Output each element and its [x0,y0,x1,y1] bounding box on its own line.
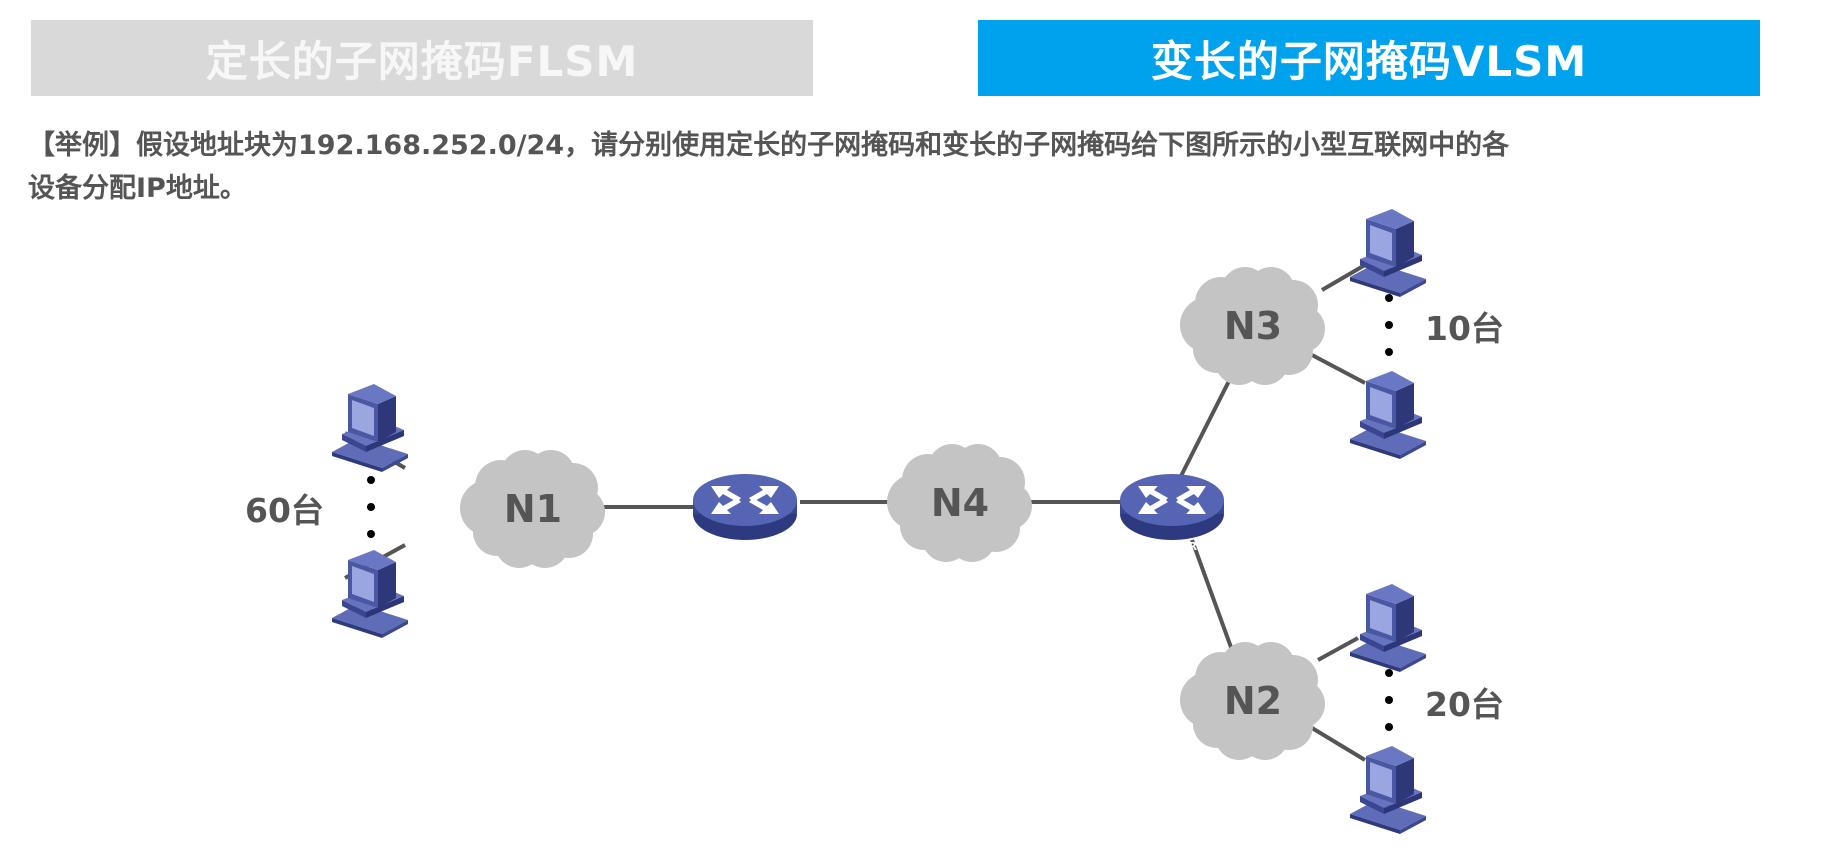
computer-icon [332,384,408,472]
network-label: N4 [931,481,989,525]
ellipsis-dots-n2 [1385,669,1393,731]
router-label: ROUTER [720,540,771,553]
link-n3-pc-top [1320,263,1367,292]
tab-flsm[interactable]: 定长的子网掩码FLSM [31,20,813,96]
link-n2-pc-bottom [1310,726,1367,762]
link-r2-n3 [1178,374,1234,479]
computer-icon [1350,371,1426,459]
network-cloud-n4: N4 [887,444,1032,562]
ellipsis-dots-n1 [367,476,375,538]
question-line-1: 【举例】假设地址块为192.168.252.0/24，请分别使用定长的子网掩码和… [28,130,1510,161]
host-count-n2: 20台 [1425,685,1504,724]
network-cloud-n2: N2 [1180,642,1325,760]
tab-vlsm[interactable]: 变长的子网掩码VLSM [978,20,1760,96]
example-question: 【举例】假设地址块为192.168.252.0/24，请分别使用定长的子网掩码和… [28,124,1768,210]
host-count-n3: 10台 [1425,309,1504,348]
router-icon [1120,474,1224,540]
question-line-2: 设备分配IP地址。 [28,173,247,204]
network-label: N1 [504,487,562,531]
network-cloud-n3: N3 [1180,267,1325,385]
router-r2: ROUTER [1120,474,1224,553]
link-r2-n2 [1190,539,1234,651]
network-label: N2 [1224,679,1282,723]
host-count-n1: 60台 [245,491,324,530]
link-n3-pc-bottom [1311,353,1366,385]
network-label: N3 [1224,304,1282,348]
link-n2-pc-top [1317,636,1359,662]
computer-icon [332,550,408,638]
router-label: ROUTER [1147,540,1198,553]
ellipsis-dots-n3 [1385,294,1393,356]
router-r1: ROUTER [693,474,797,553]
router-icon [693,474,797,540]
computer-icon [1350,584,1426,672]
network-cloud-n1: N1 [460,450,605,568]
computer-icon [1350,209,1426,297]
